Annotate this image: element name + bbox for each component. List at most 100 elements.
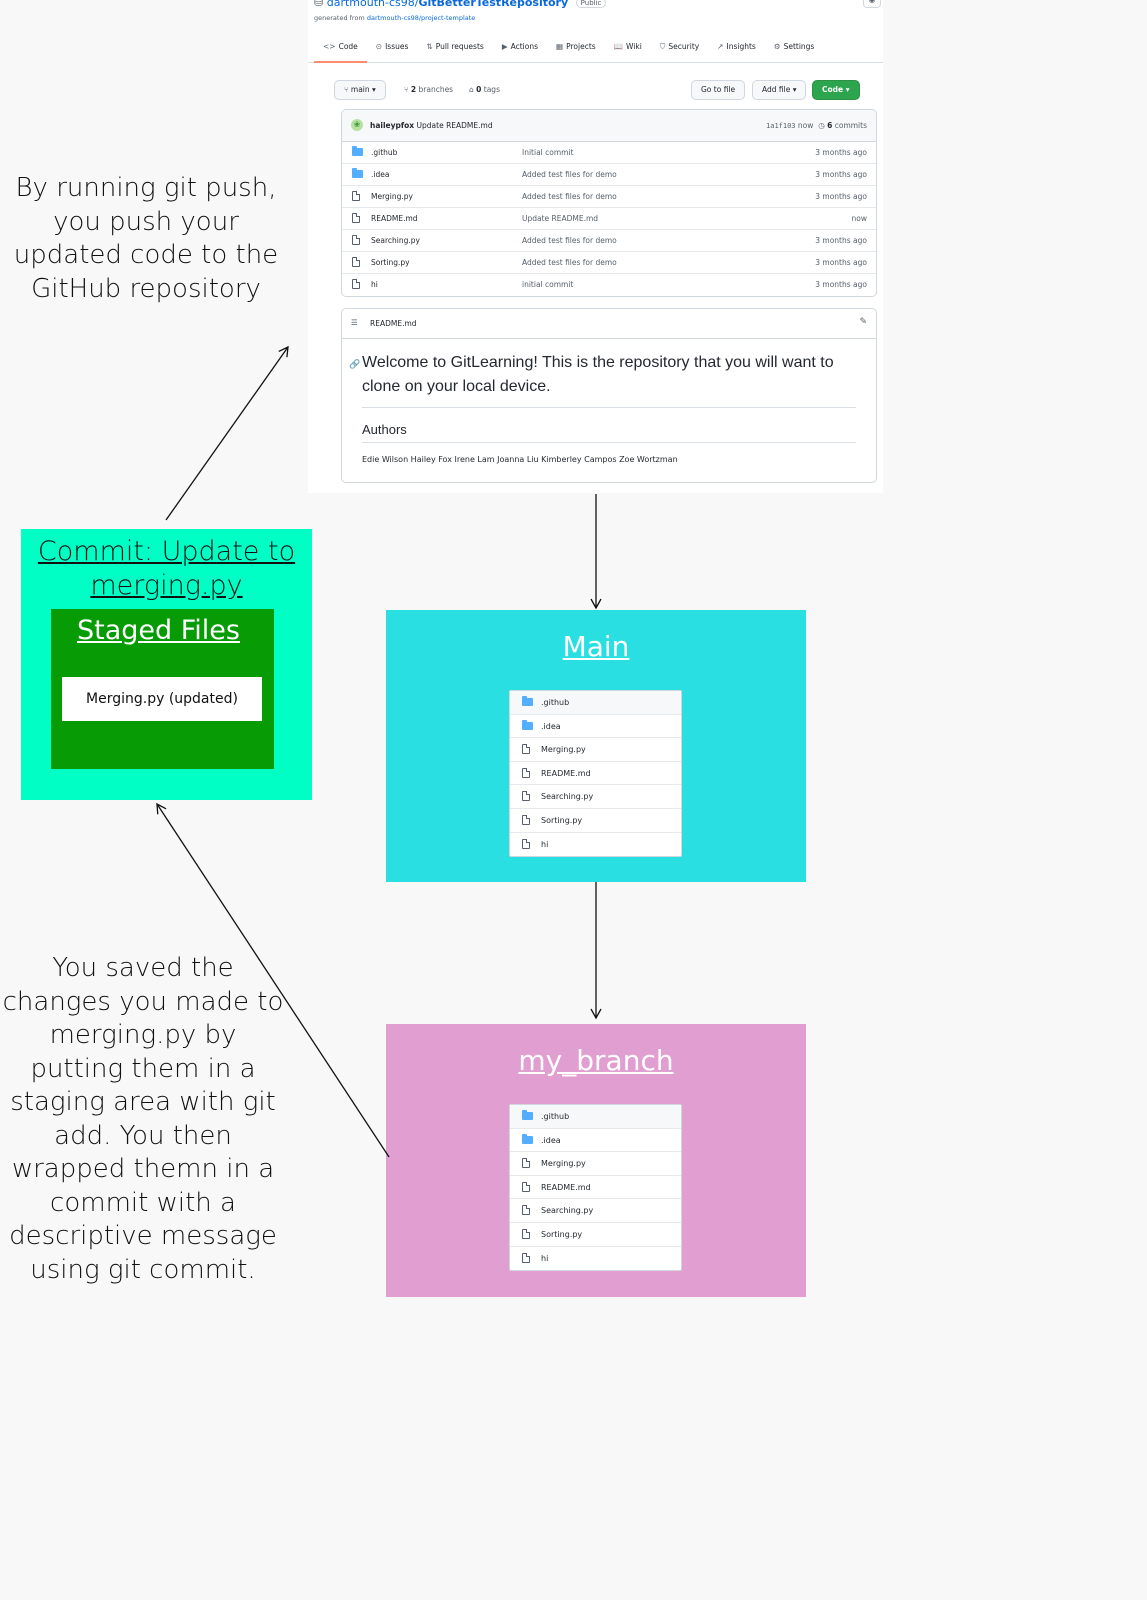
file-name-link[interactable]: Searching.py bbox=[371, 236, 420, 245]
tab-label: Wiki bbox=[626, 42, 642, 51]
watch-eye-icon[interactable]: ◉ bbox=[863, 0, 881, 8]
tab-wiki[interactable]: 📖Wiki bbox=[605, 35, 651, 63]
commit-sha[interactable]: 1a1f103 bbox=[766, 122, 796, 130]
tab-label: Insights bbox=[726, 42, 756, 51]
tab-issues[interactable]: ⊙Issues bbox=[367, 35, 418, 63]
file-name-link[interactable]: Merging.py bbox=[371, 192, 413, 201]
github-repo-screenshot: ⛁ dartmouth-cs98/GitBetterTestRepository… bbox=[308, 0, 883, 493]
file-icon-wrap bbox=[522, 838, 530, 851]
visibility-badge: Public bbox=[575, 0, 607, 8]
git-push-note: By running git push, you push your updat… bbox=[13, 173, 279, 304]
file-name-link[interactable]: README.md bbox=[371, 214, 418, 223]
list-item: .github bbox=[510, 1105, 681, 1129]
file-name: .github bbox=[541, 1112, 570, 1121]
branches-count: 2 bbox=[410, 85, 417, 94]
branches-link[interactable]: ⑂ 2 branches bbox=[404, 85, 453, 94]
branch-select-button[interactable]: ⑂ main ▾ bbox=[334, 80, 386, 100]
tab-projects[interactable]: ▦Projects bbox=[547, 35, 605, 63]
git-add-commit-note: You saved the changes you made to mergin… bbox=[2, 953, 284, 1285]
file-icon-wrap bbox=[352, 213, 360, 225]
file-icon-wrap bbox=[522, 744, 530, 756]
template-link[interactable]: dartmouth-cs98/project-template bbox=[366, 14, 476, 22]
readme-heading: 🔗 Welcome to GitLearning! This is the re… bbox=[349, 351, 856, 408]
file-name: Searching.py bbox=[541, 792, 594, 802]
anchor-link-icon[interactable]: 🔗 bbox=[349, 359, 361, 369]
readme-filename[interactable]: README.md bbox=[370, 319, 417, 328]
file-icon-wrap bbox=[522, 1228, 530, 1241]
commit-message-link[interactable]: Added test files for demo bbox=[522, 258, 617, 267]
list-item: .idea bbox=[510, 715, 681, 739]
repo-name-link[interactable]: GitBetterTestRepository bbox=[418, 0, 569, 9]
table-row: hi initial commit 3 months ago bbox=[342, 274, 876, 296]
file-name-link[interactable]: .github bbox=[371, 148, 398, 157]
file-name: Merging.py bbox=[541, 1159, 586, 1169]
tab-pull-requests[interactable]: ⇅Pull requests bbox=[417, 35, 492, 63]
outline-list-icon[interactable]: ☰ bbox=[351, 318, 358, 327]
folder-icon bbox=[522, 1133, 533, 1144]
staged-files-title: Staged Files bbox=[77, 615, 240, 646]
commit-message-link[interactable]: Added test files for demo bbox=[522, 192, 617, 201]
file-age: 3 months ago bbox=[815, 170, 867, 179]
list-item: .github bbox=[510, 691, 681, 715]
tab-code[interactable]: <>Code bbox=[314, 35, 367, 63]
tab-icon: <> bbox=[323, 42, 336, 51]
list-item: .idea bbox=[510, 1129, 681, 1153]
file-icon-wrap bbox=[522, 1158, 530, 1170]
commit-message[interactable]: Update README.md bbox=[416, 121, 493, 130]
authors-list: Edie Wilson Hailey Fox Irene Lam Joanna … bbox=[362, 455, 678, 464]
commits-count[interactable]: 6 bbox=[827, 121, 833, 130]
file-name-link[interactable]: hi bbox=[371, 280, 378, 289]
tab-settings[interactable]: ⚙Settings bbox=[765, 35, 824, 63]
readme-header: ☰ README.md ✎ bbox=[342, 309, 876, 339]
repo-owner-link[interactable]: dartmouth-cs98 bbox=[326, 0, 415, 9]
file-icon bbox=[522, 1181, 530, 1192]
folder-icon bbox=[522, 696, 533, 706]
repo-separator: / bbox=[414, 0, 419, 9]
tab-label: Actions bbox=[510, 42, 538, 51]
list-item: Searching.py bbox=[510, 785, 681, 809]
go-to-file-button[interactable]: Go to file bbox=[691, 80, 746, 100]
folder-icon bbox=[352, 168, 363, 178]
branches-label: branches bbox=[418, 85, 454, 94]
avatar[interactable]: ❀ bbox=[351, 119, 363, 131]
file-icon bbox=[352, 235, 360, 245]
file-name: Merging.py bbox=[541, 745, 586, 755]
commit-author[interactable]: haileypfox bbox=[370, 121, 415, 130]
arrow-commit-to-repo bbox=[165, 345, 289, 521]
tab-insights[interactable]: ↗Insights bbox=[708, 35, 765, 63]
folder-icon-wrap bbox=[352, 168, 363, 179]
tags-link[interactable]: ⌂ 0 tags bbox=[469, 85, 500, 94]
commit-message-link[interactable]: Update README.md bbox=[522, 214, 599, 223]
tab-icon: ⚙ bbox=[773, 42, 781, 51]
tab-security[interactable]: ⛉Security bbox=[651, 35, 708, 63]
folder-icon-wrap bbox=[522, 719, 533, 731]
file-age: 3 months ago bbox=[815, 258, 867, 267]
file-name: .idea bbox=[541, 721, 561, 731]
tab-actions[interactable]: ▶Actions bbox=[493, 35, 547, 63]
add-file-button[interactable]: Add file ▾ bbox=[752, 80, 807, 100]
file-icon-wrap bbox=[352, 279, 360, 291]
pencil-edit-icon[interactable]: ✎ bbox=[859, 317, 867, 327]
commit-message-link[interactable]: Initial commit bbox=[522, 148, 574, 157]
code-button[interactable]: Code ▾ bbox=[812, 80, 860, 100]
file-name: Searching.py bbox=[541, 1206, 594, 1216]
table-row: .idea Added test files for demo 3 months a… bbox=[342, 164, 876, 186]
tab-label: Projects bbox=[566, 42, 596, 51]
file-name-link[interactable]: Sorting.py bbox=[371, 258, 410, 267]
file-name: Sorting.py bbox=[541, 815, 583, 825]
file-name-link[interactable]: .idea bbox=[371, 170, 390, 179]
tab-icon: ▦ bbox=[556, 42, 564, 51]
commit-message-link[interactable]: Added test files for demo bbox=[522, 170, 617, 179]
folder-icon bbox=[522, 719, 533, 730]
commit-message-link[interactable]: initial commit bbox=[522, 280, 574, 289]
commit-info: haileypfox Update README.md bbox=[370, 121, 493, 130]
file-name: hi bbox=[541, 1253, 549, 1263]
table-row: Sorting.py Added test files for demo 3 mon… bbox=[342, 252, 876, 274]
file-age: 3 months ago bbox=[815, 280, 867, 289]
tab-icon: 📖 bbox=[613, 42, 624, 51]
history-icon: ◷ bbox=[818, 121, 825, 130]
commit-title: Commit: Update to merging.py bbox=[37, 536, 296, 601]
list-item: Sorting.py bbox=[510, 1223, 681, 1247]
commits-label[interactable]: commits bbox=[834, 121, 867, 130]
commit-message-link[interactable]: Added test files for demo bbox=[522, 236, 617, 245]
